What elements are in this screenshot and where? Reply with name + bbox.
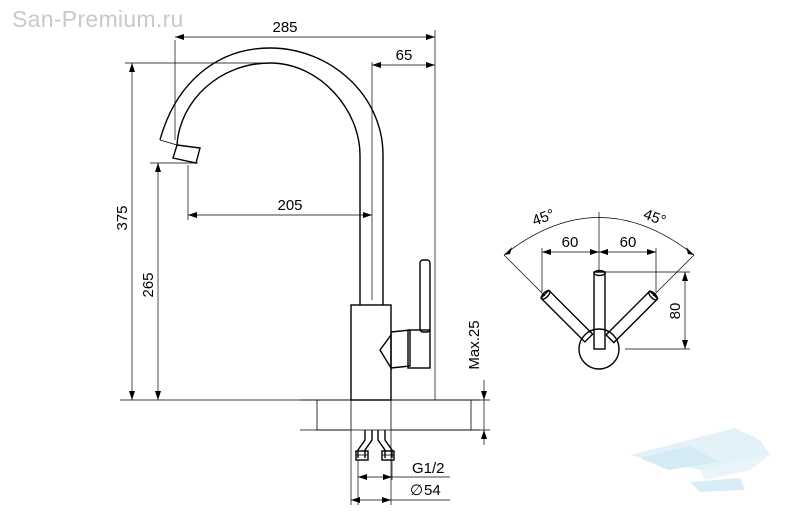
offset-left-label: 60 <box>562 234 579 251</box>
dim-total-height: 375 <box>114 205 131 230</box>
dimension-lines <box>120 30 490 505</box>
dim-spout-offset: 65 <box>396 47 413 64</box>
watermark-text: San-Premium.ru <box>12 6 184 32</box>
dim-base-diameter: 54 <box>424 482 441 499</box>
faucet-body <box>159 47 431 461</box>
dim-connection: G1/2 <box>412 460 445 477</box>
dim-diameter-symbol: ∅ <box>410 482 423 499</box>
dim-max-thickness: Max.25 <box>466 320 483 369</box>
angle-left-label: 45° <box>530 206 557 230</box>
dim-overall-width: 285 <box>272 19 297 36</box>
handle-height-label: 80 <box>667 303 684 320</box>
countertop <box>300 399 480 431</box>
handle-top-view: 45° 45° 60 60 80 <box>503 206 695 370</box>
dim-spout-reach: 205 <box>277 197 302 214</box>
brand-logo <box>630 428 770 492</box>
angle-right-label: 45° <box>641 206 668 230</box>
dim-spout-height: 265 <box>140 272 157 297</box>
offset-right-label: 60 <box>620 234 637 251</box>
dimension-labels: 285 65 205 375 265 Max.25 G1/2 ∅ 54 <box>114 19 483 499</box>
